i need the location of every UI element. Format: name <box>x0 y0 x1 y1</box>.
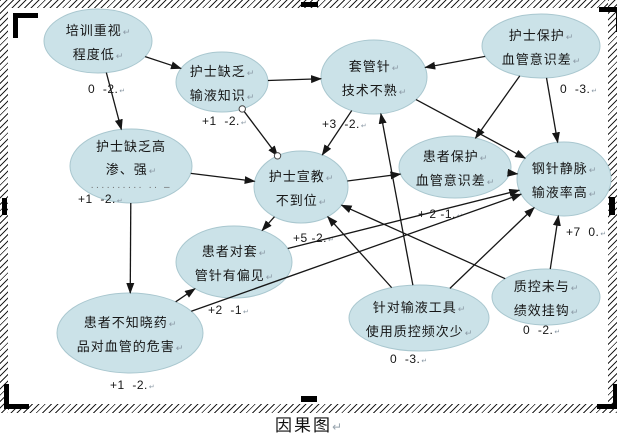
arrow-patient-unaware-drug-vessel-harm-to-patient-biased-against-cannula[interactable] <box>175 288 196 303</box>
node-ellipse-qc-not-linked-to-performance[interactable] <box>491 268 601 326</box>
vote-label-nurse-vessel-protection-awareness-poor: 0 -3.↵ <box>560 82 597 96</box>
arrow-nurse-vessel-protection-awareness-poor-to-patient-vessel-protection-awareness-poor[interactable] <box>474 75 521 139</box>
arrow-nurse-lacks-hyperosmotic-drug-knowledge-to-patient-unaware-drug-vessel-harm[interactable] <box>126 202 135 295</box>
node-text-line: 血管意识差↵ <box>502 52 581 67</box>
vote-label-qc-not-linked-to-performance: 0 -2.↵ <box>523 323 560 337</box>
node-text-line: 输液率高↵ <box>532 185 597 200</box>
arrow-patient-vessel-protection-awareness-poor-to-steel-needle-iv-rate-high[interactable] <box>507 168 519 177</box>
node-ellipse-nurse-education-not-in-place[interactable] <box>253 150 349 224</box>
arrow-nurse-vessel-protection-awareness-poor-to-cannula-technique-unskilled[interactable] <box>424 55 486 70</box>
node-text-line: 程度低↵ <box>73 47 124 62</box>
figure-caption-text: 因果图 <box>274 416 332 435</box>
node-ellipse-training-emphasis-low[interactable] <box>43 8 153 74</box>
vote-label-infusion-tool-qc-frequency-low: 0 -3.↵ <box>390 352 427 366</box>
node-patient-vessel-protection-awareness-poor[interactable]: 患者保护↵血管意识差↵+ 2 -1.↵ <box>398 135 512 221</box>
arrow-training-emphasis-low-to-nurse-lacks-hyperosmotic-drug-knowledge[interactable] <box>105 72 123 131</box>
vote-label-patient-biased-against-cannula: +2 -1↵ <box>208 303 249 317</box>
node-text-line: 护士保护↵ <box>509 28 574 43</box>
node-ellipse-nurse-lacks-hyperosmotic-drug-knowledge[interactable] <box>69 128 193 204</box>
arrow-infusion-tool-qc-frequency-low-to-steel-needle-iv-rate-high[interactable] <box>449 206 535 289</box>
vote-label-steel-needle-iv-rate-high: +7 0.↵ <box>566 225 606 239</box>
node-ellipse-infusion-tool-qc-frequency-low[interactable] <box>348 284 490 352</box>
node-text-line: 绩效挂钩↵ <box>514 303 579 318</box>
node-ellipse-nurse-vessel-protection-awareness-poor[interactable] <box>481 13 601 79</box>
vote-label-patient-unaware-drug-vessel-harm: +1 -2.↵ <box>110 378 155 392</box>
arrow-qc-not-linked-to-performance-to-steel-needle-iv-rate-high[interactable] <box>549 214 561 270</box>
node-text-line: 患者保护↵ <box>423 149 488 164</box>
node-cannula-technique-unskilled[interactable]: 套管针↵ 技术不熟↵ +3 -2.↵ <box>320 39 428 131</box>
resize-handle-bottom[interactable] <box>301 396 317 402</box>
node-patient-biased-against-cannula[interactable]: 患者对套↵ 管针有偏见↵ +2 -1↵ <box>175 225 293 317</box>
node-text-line: 渗、强↵ <box>106 162 157 177</box>
node-text-line: 质控未与↵ <box>514 279 579 294</box>
node-text-line: 护士宣教↵ <box>269 169 334 184</box>
node-text-line: 管针有偏见↵ <box>195 268 274 283</box>
corner-mark-bottom-right <box>597 384 617 409</box>
node-text-line: ·········· ·· – <box>90 182 171 193</box>
node-ellipse-nurse-lacks-infusion-knowledge[interactable] <box>175 51 269 113</box>
connector-endpoint-handle[interactable] <box>238 105 246 113</box>
figure-caption: 因果图↵ <box>0 411 617 436</box>
arrow-cannula-technique-unskilled-to-steel-needle-iv-rate-high[interactable] <box>415 98 527 159</box>
node-text-line: 技术不熟↵ <box>342 83 407 98</box>
arrow-infusion-tool-qc-frequency-low-to-nurse-education-not-in-place[interactable] <box>327 215 393 289</box>
resize-handle-right[interactable] <box>609 197 615 215</box>
arrow-infusion-tool-qc-frequency-low-to-cannula-technique-unskilled[interactable] <box>378 112 414 286</box>
node-text-line: 使用质控频次少↵ <box>366 324 473 339</box>
vote-label-training-emphasis-low: 0 -2.↵ <box>88 82 125 96</box>
node-ellipse-steel-needle-iv-rate-high[interactable] <box>516 141 612 217</box>
arrow-qc-not-linked-to-performance-to-nurse-education-not-in-place[interactable] <box>340 204 506 280</box>
node-nurse-education-not-in-place[interactable]: 护士宣教↵不到位↵+5 -2.↵ <box>253 150 349 245</box>
corner-mark-bottom-left <box>4 384 29 409</box>
node-text-line: 护士缺乏↵ <box>190 64 255 79</box>
node-nurse-vessel-protection-awareness-poor[interactable]: 护士保护↵ 血管意识差↵ 0 -3.↵ <box>481 13 601 96</box>
arrow-nurse-lacks-infusion-knowledge-to-nurse-education-not-in-place[interactable] <box>241 108 279 157</box>
arrow-nurse-education-not-in-place-to-patient-biased-against-cannula[interactable] <box>261 216 275 232</box>
return-mark-icon: ↵ <box>331 420 343 434</box>
node-ellipse-patient-biased-against-cannula[interactable] <box>175 225 293 299</box>
arrow-nurse-education-not-in-place-to-patient-vessel-protection-awareness-poor[interactable] <box>347 171 402 182</box>
node-text-line: 血管意识差↵ <box>416 173 495 188</box>
node-patient-unaware-drug-vessel-harm[interactable]: 患者不知晓药↵ 品对血管的危害↵ +1 -2.↵ <box>56 292 204 392</box>
node-text-line: 患者不知晓药↵ <box>84 315 177 330</box>
node-text-line: 患者对套↵ <box>202 244 267 259</box>
arrow-cannula-technique-unskilled-to-nurse-education-not-in-place[interactable] <box>321 110 353 156</box>
arrow-training-emphasis-low-to-nurse-lacks-infusion-knowledge[interactable] <box>144 55 182 70</box>
node-text-line: 输液知识↵ <box>190 88 255 103</box>
vote-label-cannula-technique-unskilled: +3 -2.↵ <box>322 117 367 131</box>
vote-label-nurse-lacks-hyperosmotic-drug-knowledge: +1 -2.↵ <box>78 192 123 206</box>
node-ellipse-patient-vessel-protection-awareness-poor[interactable] <box>398 135 512 199</box>
resize-handle-left[interactable] <box>2 198 7 215</box>
node-text-line: 钢针静脉↵ <box>532 161 597 176</box>
node-text-line: 护士缺乏高 <box>96 139 166 154</box>
corner-mark-top-left <box>13 13 38 38</box>
arrow-patient-unaware-drug-vessel-harm-to-steel-needle-iv-rate-high[interactable] <box>191 193 523 312</box>
node-text-line: 套管针↵ <box>349 59 400 74</box>
selection-hatch-border-bottom <box>0 404 617 413</box>
vote-label-nurse-lacks-infusion-knowledge: +1 -2.↵ <box>202 114 247 128</box>
node-ellipse-patient-unaware-drug-vessel-harm[interactable] <box>56 292 204 374</box>
connector-endpoint-handle[interactable] <box>273 152 282 160</box>
node-infusion-tool-qc-frequency-low[interactable]: 针对输液工具↵ 使用质控频次少↵ 0 -3.↵ <box>348 284 490 366</box>
arrow-nurse-vessel-protection-awareness-poor-to-steel-needle-iv-rate-high[interactable] <box>545 77 560 144</box>
node-text-line: 不到位↵ <box>276 193 327 208</box>
node-text-line: 培训重视↵ <box>66 23 131 38</box>
resize-handle-top[interactable] <box>301 2 318 7</box>
node-nurse-lacks-infusion-knowledge[interactable]: 护士缺乏↵ 输液知识↵ +1 -2.↵ <box>175 51 269 128</box>
arrow-nurse-lacks-infusion-knowledge-to-cannula-technique-unskilled[interactable] <box>267 75 323 84</box>
arrow-nurse-lacks-hyperosmotic-drug-knowledge-to-nurse-education-not-in-place[interactable] <box>190 172 256 185</box>
arrow-patient-biased-against-cannula-to-steel-needle-iv-rate-high[interactable] <box>287 188 521 250</box>
node-text-line: 品对血管的危害↵ <box>77 339 184 354</box>
node-training-emphasis-low[interactable]: 培训重视↵ 程度低↵ 0 -2.↵ <box>43 8 153 96</box>
node-steel-needle-iv-rate-high[interactable]: 钢针静脉↵ 输液率高↵ +7 0.↵ <box>516 141 612 239</box>
node-qc-not-linked-to-performance[interactable]: 质控未与↵ 绩效挂钩↵ 0 -2.↵ <box>491 268 601 337</box>
node-ellipse-cannula-technique-unskilled[interactable] <box>320 39 428 115</box>
node-text-line: 针对输液工具↵ <box>373 300 466 315</box>
